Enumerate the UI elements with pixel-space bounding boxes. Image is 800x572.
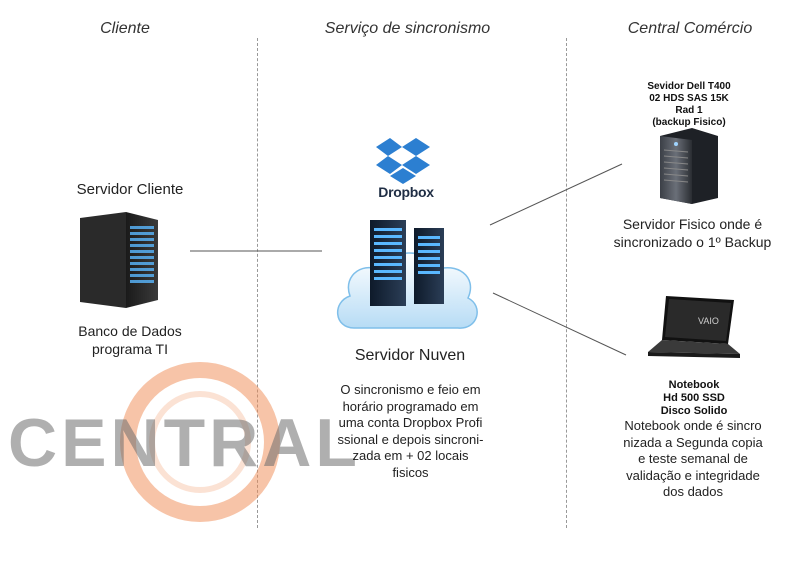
client-server-icon — [80, 212, 158, 308]
notebook-icon: VAIO — [648, 296, 740, 358]
notebook-caption: Notebook onde é sincro nizada a Segunda … — [623, 418, 763, 499]
client-server-caption: Banco de Dados programa TI — [78, 323, 182, 357]
column-title-sincronismo: Serviço de sincronismo — [324, 20, 491, 37]
column-divider-right — [566, 38, 567, 528]
column-title-central: Central Comércio — [627, 20, 753, 37]
line-cloud-to-server — [489, 163, 623, 226]
cloud-sync-description: O sincronismo e feio em horário programa… — [337, 382, 484, 480]
central-watermark-text: CENTRAL — [8, 405, 361, 481]
client-server-title: Servidor Cliente — [76, 181, 184, 198]
column-divider-left — [257, 38, 258, 528]
physical-server-icon — [660, 128, 718, 204]
physical-server-specs: Sevidor Dell T400 02 HDS SAS 15K Rad 1 (… — [647, 81, 731, 128]
dropbox-logo-text: Dropbox — [378, 184, 434, 200]
cloud-server-title: Servidor Nuven — [354, 347, 466, 364]
line-cloud-to-notebook — [492, 292, 627, 356]
dropbox-icon — [376, 138, 430, 184]
notebook-brand: VAIO — [698, 316, 719, 326]
notebook-specs: Notebook Hd 500 SSD Disco Solido — [660, 379, 728, 417]
cloud-server-icon — [336, 220, 478, 329]
column-title-cliente: Cliente — [100, 20, 150, 37]
physical-server-caption: Servidor Fisico onde é sincronizado o 1º… — [613, 216, 772, 250]
